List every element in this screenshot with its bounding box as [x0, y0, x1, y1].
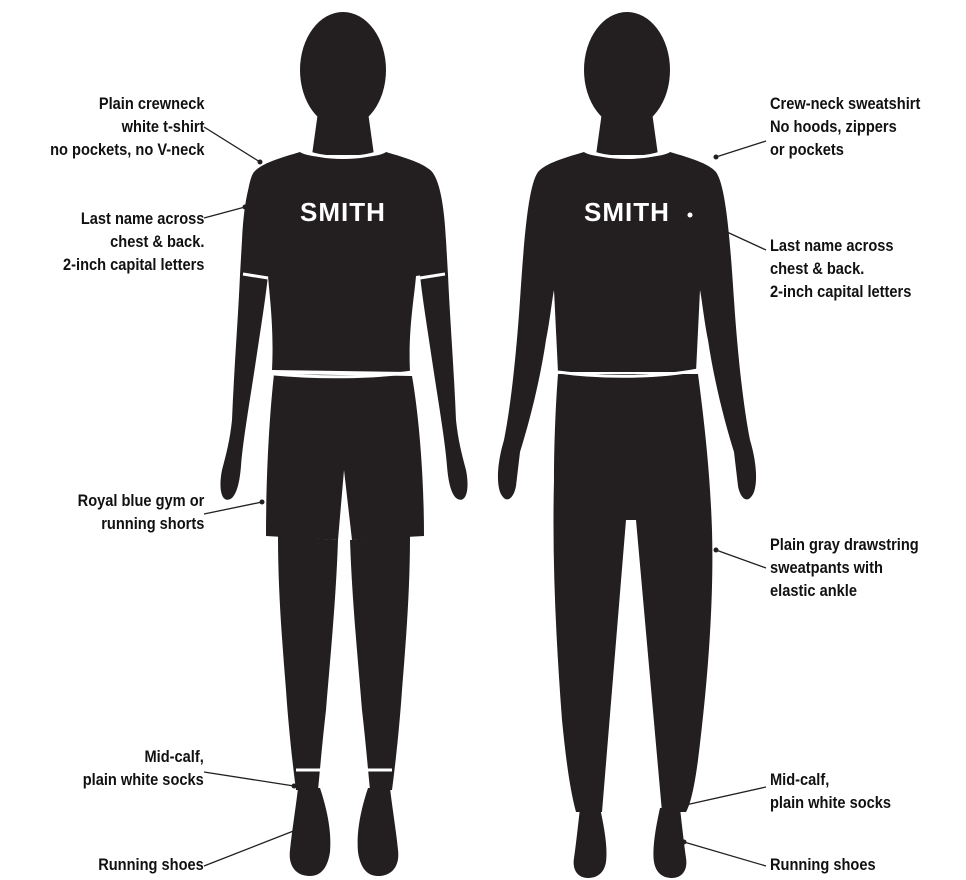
leader-right-sweatshirt	[716, 141, 766, 157]
right-sweatpants	[553, 374, 712, 812]
left-neck	[312, 112, 374, 155]
right-figure	[498, 12, 756, 878]
leader-left-shorts	[204, 502, 262, 514]
right-chest-name: SMITH	[584, 197, 670, 227]
callout-left-shorts: Royal blue gym or running shorts	[77, 489, 204, 535]
leader-left-socks	[204, 772, 294, 786]
callout-left-name: Last name across chest & back. 2-inch ca…	[63, 207, 204, 276]
callout-right-sweatshirt: Crew-neck sweatshirt No hoods, zippers o…	[770, 92, 920, 161]
left-figure	[220, 12, 467, 876]
leader-right-sweatpants	[716, 550, 766, 568]
left-leg-right	[350, 536, 410, 790]
left-head	[300, 12, 386, 128]
callout-left-shoes: Running shoes	[98, 853, 204, 876]
callout-right-socks: Mid-calf, plain white socks	[770, 768, 891, 814]
leader-right-shoes	[684, 842, 766, 866]
left-leg-left	[278, 536, 338, 790]
callout-left-tshirt: Plain crewneck white t-shirt no pockets,…	[50, 92, 204, 161]
callout-right-shoes: Running shoes	[770, 853, 876, 876]
right-shoe-left	[574, 808, 607, 878]
callout-right-sweatpants: Plain gray drawstring sweatpants with el…	[770, 533, 919, 602]
leader-left-shoes	[204, 830, 296, 866]
callout-right-name: Last name across chest & back. 2-inch ca…	[770, 234, 911, 303]
left-tshirt	[242, 152, 444, 372]
left-shoe-right	[358, 788, 399, 876]
leader-right-socks	[681, 787, 766, 806]
leader-left-tshirt	[204, 127, 260, 162]
right-head	[584, 12, 670, 128]
leader-left-name	[204, 207, 245, 218]
callout-left-socks: Mid-calf, plain white socks	[83, 745, 204, 791]
left-chest-name: SMITH	[300, 197, 386, 227]
left-shorts	[266, 374, 424, 540]
right-neck	[596, 112, 658, 155]
leader-dot-right-name	[688, 213, 693, 218]
right-shoe-right	[653, 808, 686, 878]
